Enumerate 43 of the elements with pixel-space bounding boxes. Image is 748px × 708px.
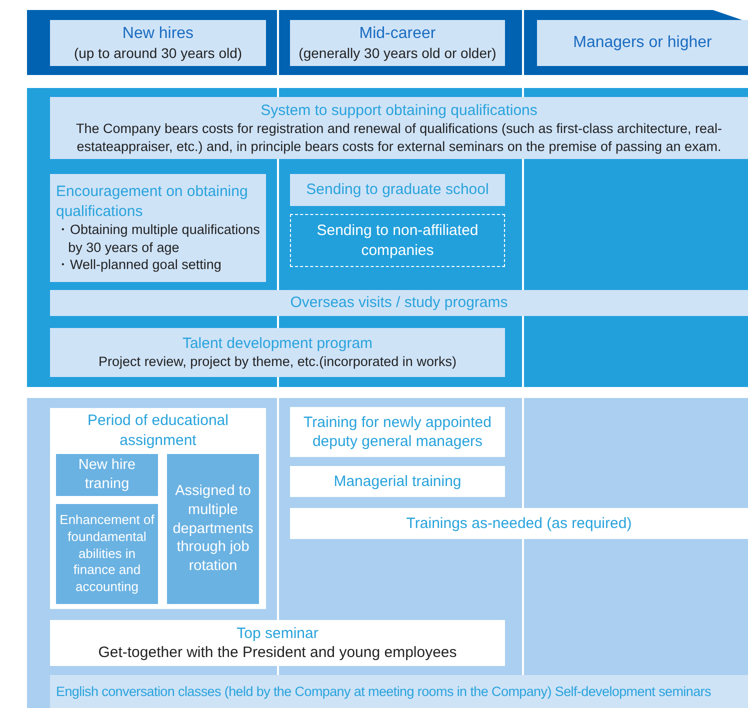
program-box <box>50 290 748 316</box>
node-text: Project review, project by theme, etc.(incorporated in works) <box>98 353 456 372</box>
column-header <box>50 20 266 66</box>
program-box <box>50 408 266 609</box>
node-text: (generally 30 years old or older) <box>298 44 496 62</box>
program-box <box>50 620 505 666</box>
node-text: ・Well-planned goal setting <box>56 256 222 274</box>
node-text: The Company bears costs for registration and renewal of qualifications (such as first-class architecture, real-estateappraiser, etc.) and, in principle bears costs for external seminars on the premise of passing an exam. <box>74 120 724 156</box>
node-title: New hires <box>122 24 194 44</box>
node-label: Trainings as-needed (as required) <box>406 514 632 534</box>
node-label: Period of educational assignment <box>86 411 230 450</box>
node-label: Managers or higher <box>573 32 712 53</box>
program-box <box>290 466 505 497</box>
program-box <box>290 214 505 267</box>
program-box <box>290 508 748 539</box>
program-box <box>56 504 158 604</box>
node-label: Enhancement of foundamental abilities in finance and accounting <box>58 512 156 596</box>
program-box <box>290 174 505 206</box>
node-label: Overseas visits / study programs <box>290 293 508 313</box>
program-box <box>50 328 505 377</box>
node-title: Encouragement on obtaining qualifications <box>56 182 249 222</box>
program-box <box>56 454 158 496</box>
program-box <box>290 407 505 457</box>
node-label: New hire traning <box>77 456 137 494</box>
column-header <box>537 20 748 66</box>
node-label: Managerial training <box>334 472 462 492</box>
node-text: ・Obtaining multiple qualifications by 30 years of age <box>56 221 260 256</box>
node-title: Talent development program <box>182 334 373 354</box>
node-title: System to support obtaining qualifications <box>260 100 538 120</box>
program-box <box>167 454 259 604</box>
node-label: Assigned to multiple departments through job rotation <box>172 482 254 576</box>
node-title: Mid-career <box>359 24 436 44</box>
program-box <box>50 675 748 708</box>
node-label: English conversation classes (held by the Company at meeting rooms in the Company) Self-development seminars <box>56 682 711 700</box>
node-title: Top seminar <box>236 624 318 643</box>
node-text: (up to around 30 years old) <box>74 44 242 62</box>
column-header <box>290 20 505 66</box>
node-text: Get-together with the President and young employees <box>98 643 457 662</box>
node-label: Sending to graduate school <box>306 180 489 200</box>
node-label: Sending to non-affiliated companies <box>316 221 480 260</box>
node-label: Training for newly appointed deputy general managers <box>302 412 492 452</box>
program-box <box>50 97 748 159</box>
program-box <box>50 174 266 282</box>
